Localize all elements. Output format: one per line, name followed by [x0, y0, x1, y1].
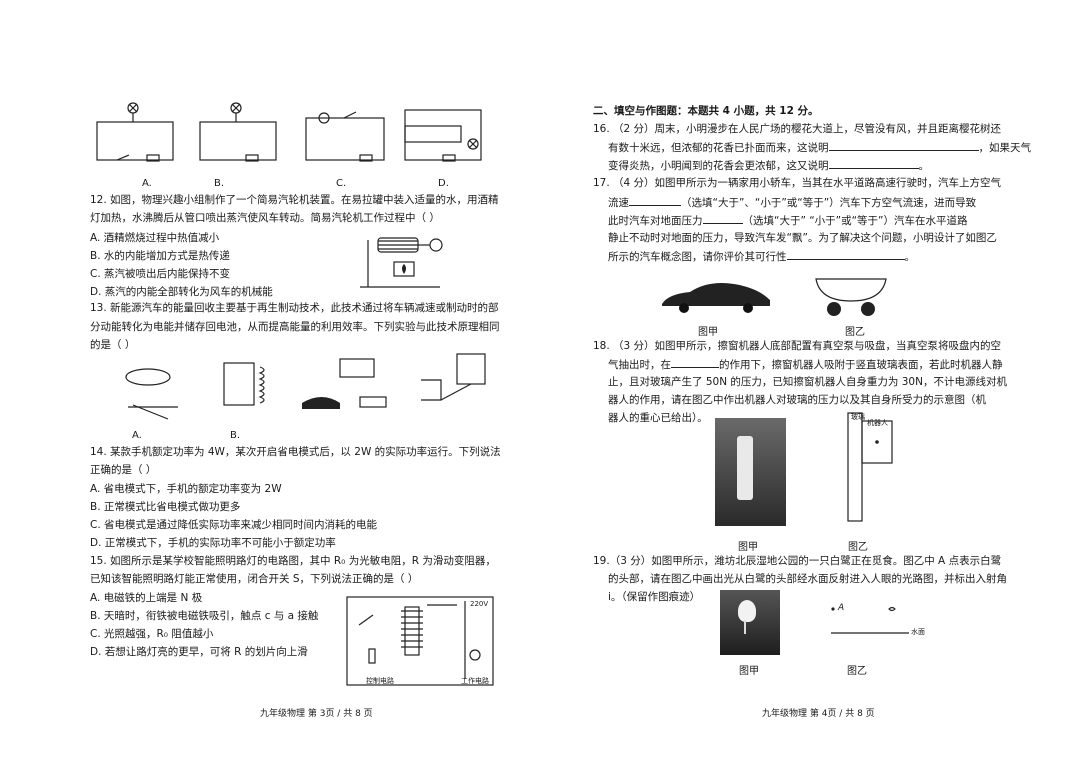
q16-line3: 变得炎热，小明闻到的花香会更浓郁，这又说明 。: [608, 156, 929, 175]
left-page: A. B. C. D. 12. 如图，物理兴趣小组制作了一个简易汽轮机装置。在易…: [90, 102, 501, 719]
q18-line2-text-a: 气抽出时，在: [608, 359, 671, 371]
q17-line2: 流速 （选填“大于”、“小于”或“等于”）汽车下方空气流速，进而导致: [608, 193, 976, 212]
left-page-footer: 九年级物理 第 3页 / 共 8 页: [260, 709, 373, 719]
q13-option-b-diagram: [223, 362, 265, 406]
q13-stem-line1: 13. 新能源汽车的能量回收主要基于再生制动技术，此技术通过将车辆减速或制动时的…: [90, 302, 499, 314]
q18-line2-text-b: 的作用下，擦窗机器人吸附于竖直玻璃表面，若此时机器人静: [719, 359, 1003, 371]
q12-option-c: C. 蒸汽被喷出后内能保持不变: [90, 268, 231, 280]
q17-line3: 此时汽车对地面压力 （选填“大于” “小于”或“等于”）汽车在水平道路: [608, 211, 967, 230]
q18-line3: 止，且对玻璃产生了 50N 的压力，已知擦窗机器人自身重力为 30N，不计电源线…: [608, 376, 1007, 388]
q13-label-a: A.: [132, 430, 142, 441]
q19-light-path-diagram: [831, 606, 909, 634]
q18-line2: 气抽出时，在 的作用下，擦窗机器人吸附于竖直玻璃表面，若此时机器人静: [608, 355, 1003, 374]
q16-line2-text-b: ，如果天气: [978, 142, 1032, 154]
q17-caption-jia: 图甲: [698, 327, 718, 338]
q15-control-circuit-label: 控制电路: [366, 677, 394, 685]
q18-window-robot-photo: [715, 418, 786, 526]
q16-line2: 有数十米远，但浓郁的花香已扑面而来，这说明 ，如果天气: [608, 138, 1031, 157]
q14-option-a: A. 省电模式下，手机的额定功率变为 2W: [90, 483, 282, 495]
q12-option-a: A. 酒精燃烧过程中热值减小: [90, 232, 220, 244]
q13-option-d-diagram: [421, 353, 486, 401]
q17-caption-yi: 图乙: [845, 327, 865, 338]
q16-blank-1[interactable]: [828, 138, 979, 151]
q14-option-d: D. 正常模式下，手机的实际功率不可能小于额定功率: [90, 537, 336, 549]
q13-stem-line2: 分动能转化为电能并储存回电池，从而提高能量的利用效率。下列实验与此技术原理相同: [90, 321, 500, 333]
q15-voltage-label: 220V: [470, 600, 489, 608]
q18-force-diagram: [847, 412, 893, 522]
q14-option-c: C. 省电模式是通过降低实际功率来减少相同时间内消耗的电能: [90, 519, 378, 531]
q14-stem-line1: 14. 某款手机额定功率为 4W，某次开启省电模式后，以 2W 的实际功率运行。…: [90, 446, 501, 458]
right-page: 二、填空与作图题：本题共 4 小题，共 12 分。 16. （2 分）周末，小明…: [540, 0, 1080, 768]
q15-option-c: C. 光照越强，R₀ 阻值越小: [90, 628, 214, 640]
q19-caption-jia: 图甲: [739, 666, 759, 677]
q19-point-a-label: A: [838, 603, 845, 613]
q12-option-b: B. 水的内能增加方式是热传递: [90, 250, 230, 262]
circuit-label-d: D.: [438, 178, 449, 189]
q18-blank-1[interactable]: [671, 355, 719, 368]
right-page-footer: 九年级物理 第 4页 / 共 8 页: [762, 709, 875, 719]
q16-line1: 16. （2 分）周末，小明漫步在人民广场的樱花大道上，尽管没有风，并且距离樱花…: [593, 123, 1002, 135]
q18-glass-label: 玻璃: [851, 413, 865, 421]
q17-car-photo: [662, 283, 770, 313]
q17-line2-text-b: （选填“大于”、“小于”或“等于”）汽车下方空气流速，进而导致: [681, 197, 977, 209]
q19-line3: i。（保留作图痕迹）: [608, 591, 701, 603]
q17-blank-1[interactable]: [629, 193, 681, 206]
circuit-label-c: C.: [336, 178, 347, 189]
q16-line2-text-a: 有数十米远，但浓郁的花香已扑面而来，这说明: [608, 142, 829, 154]
q17-line4: 静止不动时对地面的压力，导致汽车发“飘”。为了解决这个问题，小明设计了如图乙: [608, 232, 997, 244]
q15-streetlight-circuit-diagram: [346, 596, 494, 686]
q12-stem-line1: 12. 如图，物理兴趣小组制作了一个简易汽轮机装置。在易拉罐中装入适量的水，用酒…: [90, 194, 499, 206]
q17-line5: 所示的汽车概念图，请你评价其可行性 。: [608, 247, 915, 266]
q15-option-b: B. 天暗时，衔铁被电磁铁吸引，触点 c 与 a 接触: [90, 610, 319, 622]
q16-line3-text-b: 。: [918, 160, 930, 172]
q18-line4: 器人的作用，请在图乙中作出机器人对玻璃的压力以及其自身所受力的示意图（机: [608, 394, 986, 406]
q19-line2: 的头部，请在图乙中画出光从白鹭的头部经水面反射进入人眼的光路图，并标出入射角: [608, 573, 1007, 585]
q14-stem-line2: 正确的是（ ）: [90, 464, 157, 476]
q18-caption-yi: 图乙: [848, 542, 868, 553]
q13-stem-line3: 的是（ ）: [90, 339, 136, 351]
steam-turbine-illustration: [360, 237, 443, 288]
q12-stem-line2: 灯加热，水沸腾后从管口喷出蒸汽使风车转动。简易汽轮机工作过程中（ ）: [90, 212, 440, 224]
q17-line1: 17. （4 分）如图甲所示为一辆家用小轿车，当其在水平道路高速行驶时，汽车上方…: [593, 177, 1002, 189]
q17-concept-car-diagram: [815, 278, 887, 316]
q15-stem-line1: 15. 如图所示是某学校智能照明路灯的电路图，其中 R₀ 为光敏电阻，R 为滑动…: [90, 555, 496, 567]
q16-line3-text-a: 变得炎热，小明闻到的花香会更浓郁，这又说明: [608, 160, 829, 172]
q19-water-surface-label: 水面: [911, 628, 925, 636]
q19-caption-yi: 图乙: [847, 666, 867, 677]
q17-line5-text-a: 所示的汽车概念图，请你评价其可行性: [608, 251, 787, 263]
q17-blank-2[interactable]: [702, 211, 743, 224]
q15-work-circuit-label: 工作电路: [461, 677, 489, 685]
q17-line3-text-a: 此时汽车对地面压力: [608, 215, 703, 227]
q18-line1: 18. （3 分）如图甲所示，擦窗机器人底部配置有真空泵与吸盘，当真空泵将吸盘内…: [593, 340, 1002, 352]
q15-stem-line2: 已知该智能照明路灯能正常使用，闭合开关 S，下列说法正确的是（ ）: [90, 573, 419, 585]
q17-line3-text-b: （选填“大于” “小于”或“等于”）汽车在水平道路: [742, 215, 968, 227]
circuit-label-a: A.: [142, 178, 152, 189]
q17-line2-text-a: 流速: [608, 197, 629, 209]
q13-option-c-diagram: [302, 358, 387, 409]
q18-robot-label: 机器人: [867, 419, 888, 427]
q14-option-b: B. 正常模式比省电模式做功更多: [90, 501, 241, 513]
q12-option-d: D. 蒸汽的内能全部转化为风车的机械能: [90, 286, 273, 298]
circuit-diagram-b: [199, 102, 277, 162]
q17-line5-text-b: 。: [904, 251, 916, 263]
q19-line1: 19.（3 分）如图甲所示，潍坊北辰湿地公园的一只白鹭正在觅食。图乙中 A 点表…: [593, 555, 1002, 567]
circuit-diagram-d: [404, 109, 482, 162]
circuit-label-b: B.: [214, 178, 225, 189]
q13-option-a-diagram: [125, 368, 178, 420]
q13-label-b: B.: [230, 430, 241, 441]
q15-option-d: D. 若想让路灯亮的更早，可将 R 的划片向上滑: [90, 646, 308, 658]
circuit-diagram-c: [305, 111, 385, 162]
q19-egret-photo: [720, 590, 780, 655]
circuit-diagram-a: [96, 102, 174, 162]
q18-line5: 器人的重心已给出）。: [608, 412, 708, 424]
section-heading: 二、填空与作图题：本题共 4 小题，共 12 分。: [593, 105, 819, 117]
q17-blank-3[interactable]: [786, 247, 905, 260]
q15-option-a: A. 电磁铁的上端是 N 极: [90, 592, 203, 604]
q18-caption-jia: 图甲: [738, 542, 758, 553]
q16-blank-2[interactable]: [828, 156, 919, 169]
